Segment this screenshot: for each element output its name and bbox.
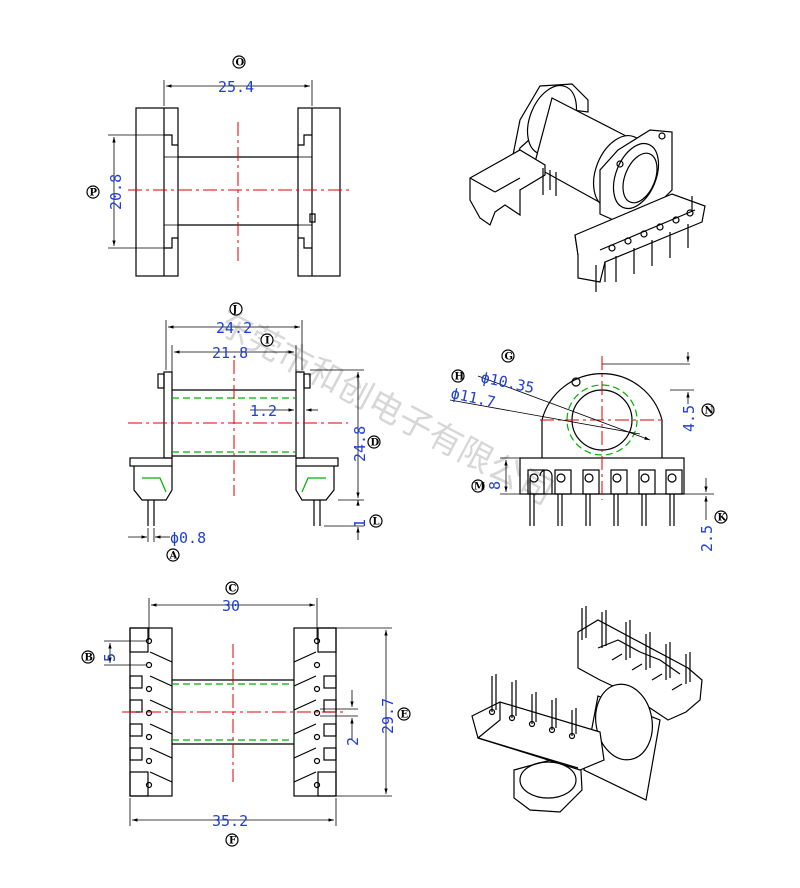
dim-flange-height-P: 20.8	[107, 174, 125, 210]
dim-inner-width-I: 21.8	[212, 344, 248, 362]
marker-L: L	[369, 514, 383, 528]
left-pin-bosses	[129, 627, 173, 797]
svg-text:M: M	[474, 482, 485, 493]
dim-pin-pitch-B: 5	[101, 653, 119, 662]
dim-pin-offset: 2	[344, 737, 362, 746]
end-view-middle: ϕ10.35 ϕ11.7 4.5 8 2.5	[449, 352, 716, 552]
front-view-top: 25.4 20.8	[107, 78, 350, 277]
dim-pin-diameter-A: ϕ0.8	[170, 529, 206, 547]
svg-text:P: P	[90, 188, 98, 199]
svg-text:A: A	[169, 551, 178, 562]
svg-text:L: L	[373, 517, 380, 528]
svg-text:F: F	[229, 836, 236, 847]
marker-C: C	[225, 581, 239, 595]
svg-text:C: C	[229, 584, 237, 595]
dim-flange-thickness: 1.2	[250, 402, 277, 420]
dim-pin-length-K: 2.5	[698, 525, 716, 552]
svg-text:D: D	[371, 438, 380, 449]
marker-E: E	[397, 707, 411, 721]
svg-text:K: K	[718, 513, 727, 524]
svg-text:E: E	[401, 710, 409, 721]
marker-N: N	[701, 403, 715, 417]
marker-H: H	[451, 369, 465, 383]
marker-G: G	[501, 349, 515, 363]
svg-text:H: H	[455, 372, 464, 383]
svg-text:B: B	[85, 653, 93, 664]
marker-I: I	[260, 333, 274, 347]
isometric-view-bottom	[471, 606, 703, 813]
marker-F: F	[225, 833, 239, 847]
marker-K: K	[714, 510, 728, 524]
marker-M: M	[471, 479, 485, 493]
marker-P: P	[86, 185, 100, 199]
marker-A: A	[166, 548, 180, 562]
marker-J: J	[229, 302, 243, 316]
svg-text:I: I	[265, 336, 270, 347]
top-view-bottom: 30 5 2 29.7 35.2	[101, 597, 397, 830]
dim-height-D: 24.8	[351, 426, 369, 462]
marker-O: O	[232, 55, 246, 69]
marker-B: B	[81, 650, 95, 664]
svg-text:N: N	[705, 406, 714, 417]
dim-overall-width-O: 25.4	[218, 78, 254, 96]
dim-length-E: 29.7	[379, 698, 397, 734]
dim-flange-top-N: 4.5	[680, 405, 698, 432]
dim-pin-offset-L: 1	[351, 519, 369, 528]
side-view-middle: 24.2 21.8 1.2 24.8 1 ϕ0.8	[128, 319, 369, 547]
marker-D: D	[367, 435, 381, 449]
svg-text:O: O	[236, 58, 245, 69]
dim-pin-row-span-C: 30	[222, 597, 240, 615]
svg-text:J: J	[232, 305, 238, 316]
isometric-view-top	[469, 83, 706, 292]
dim-width-J: 24.2	[216, 319, 252, 337]
dim-overall-width-F: 35.2	[212, 812, 248, 830]
dim-base-height-M: 8	[486, 481, 504, 490]
svg-text:G: G	[505, 352, 514, 363]
dim-bore-H: ϕ11.7	[449, 384, 497, 411]
